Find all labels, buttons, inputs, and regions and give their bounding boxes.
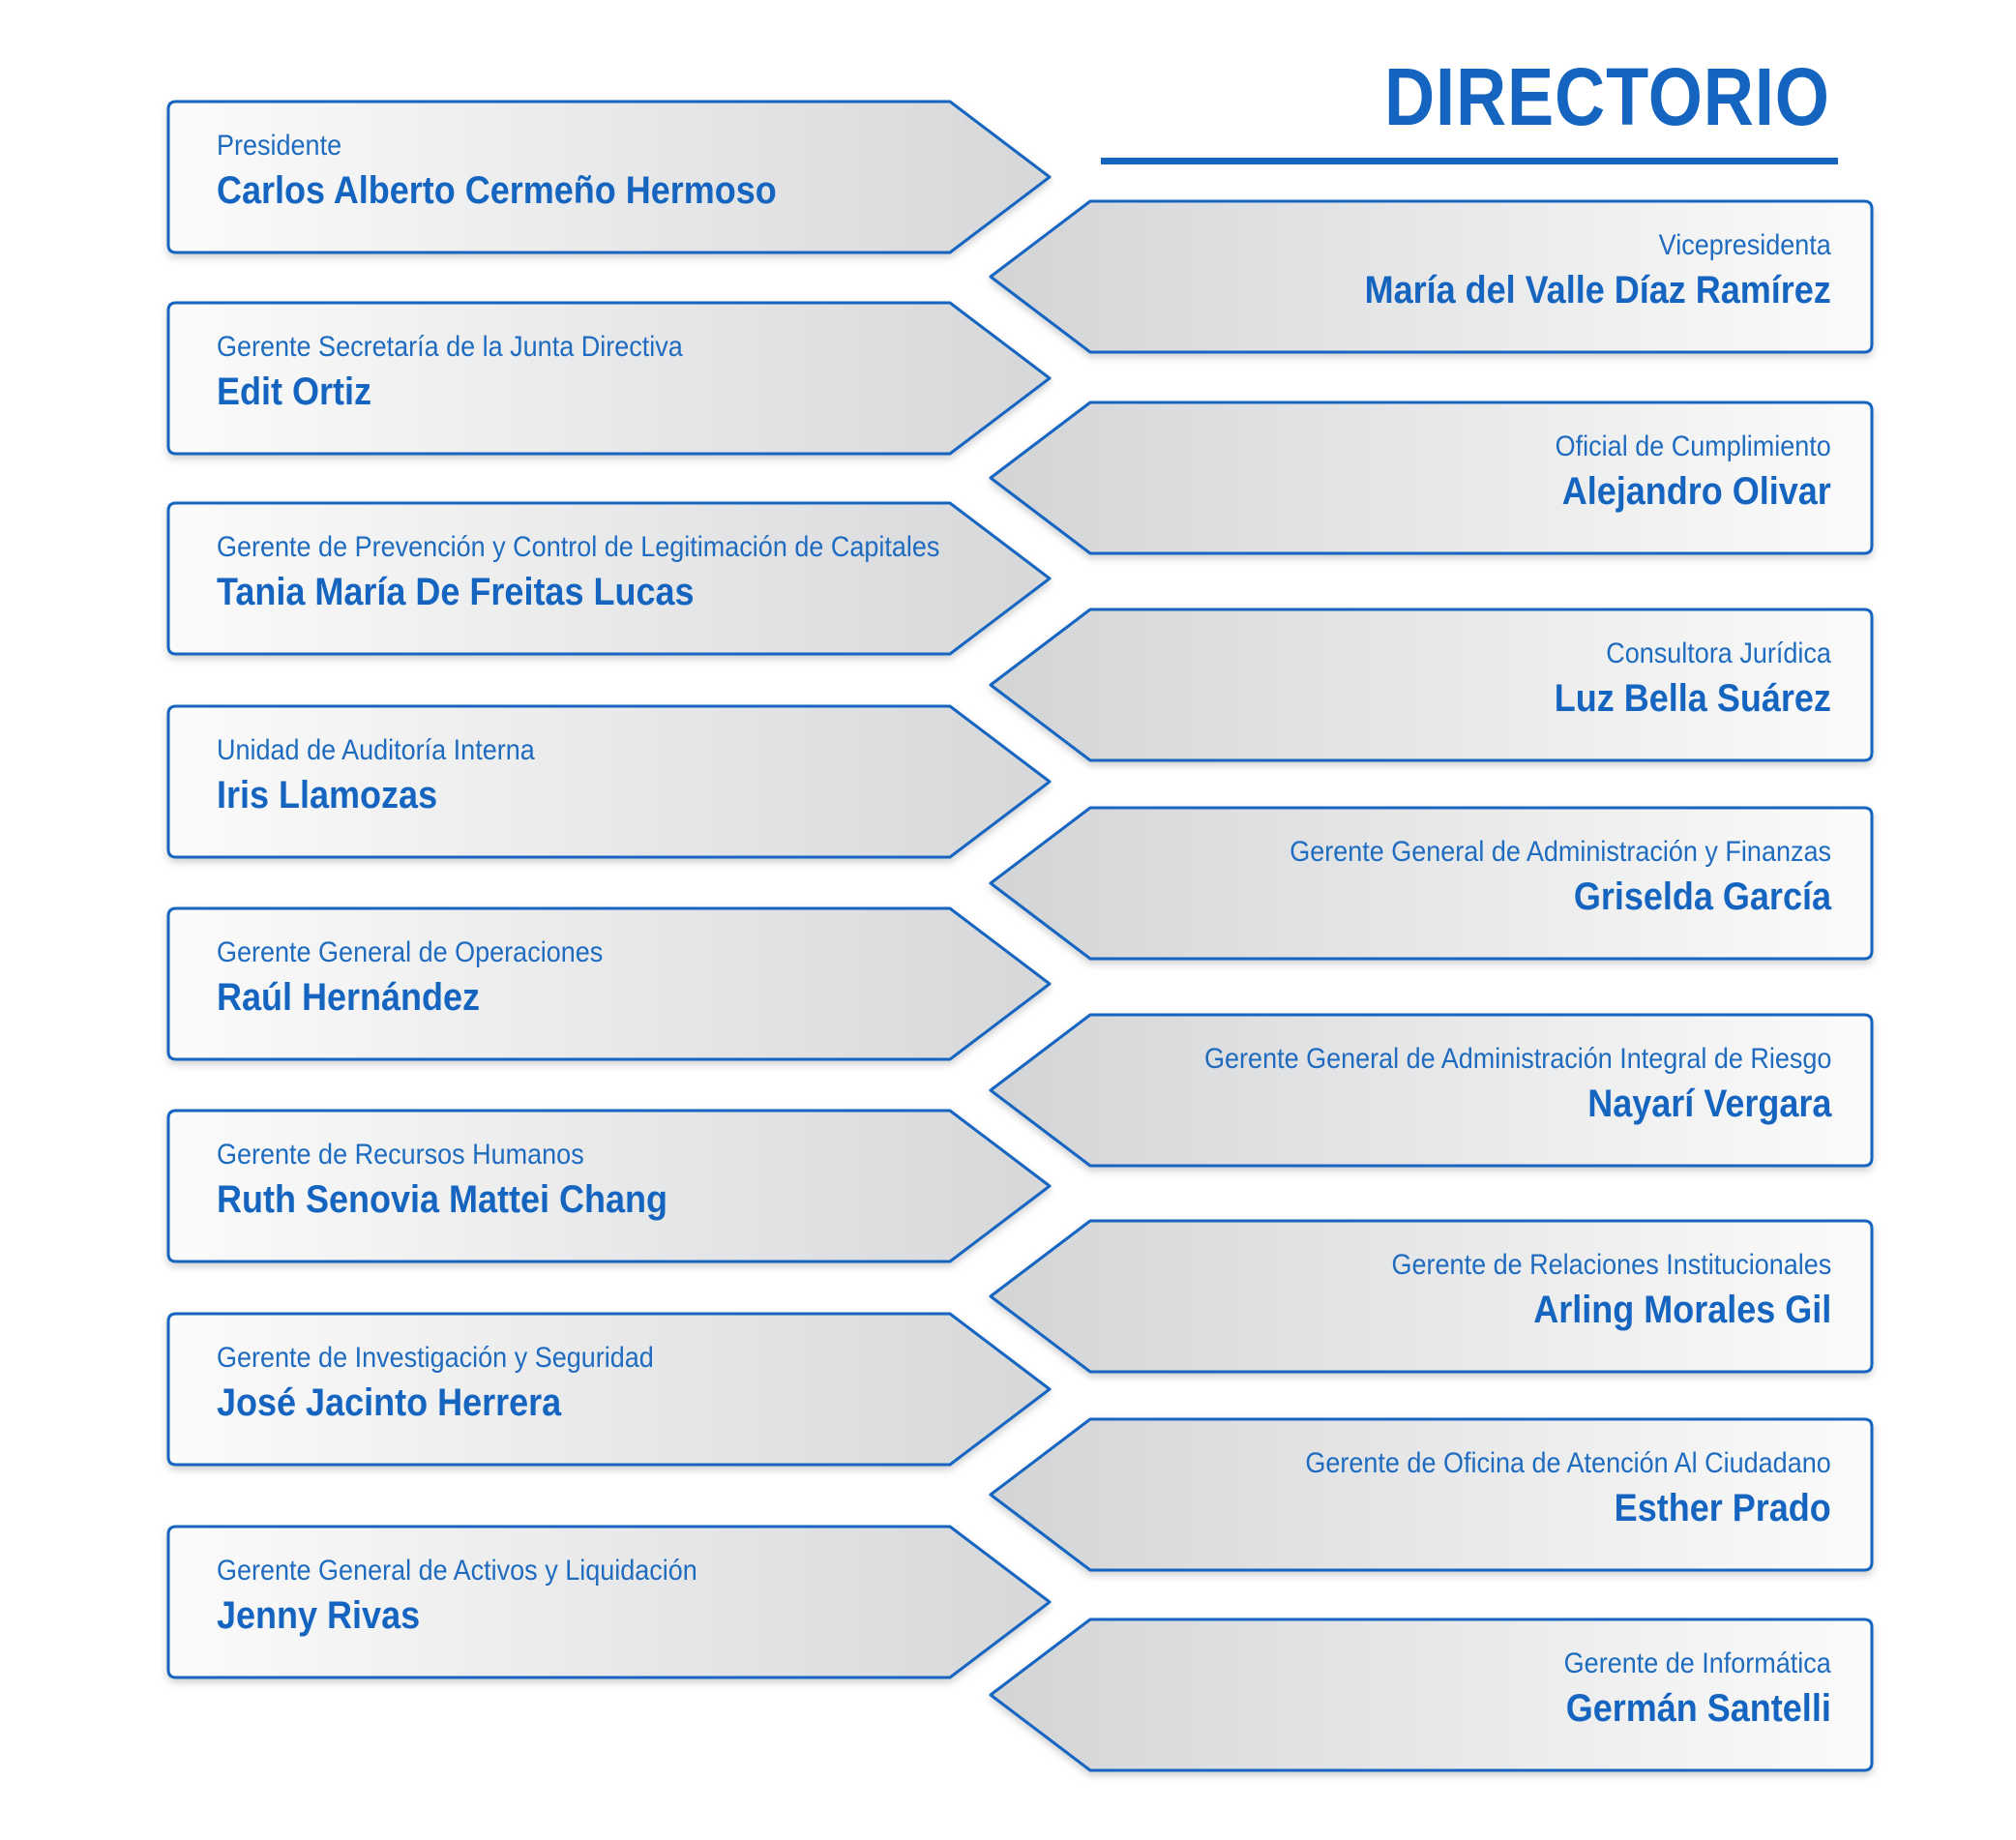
position-title: Gerente de Prevención y Control de Legit… [217,531,940,563]
position-title: Consultora Jurídica [1606,638,1831,669]
person-name: Jenny Rivas [217,1594,421,1637]
card-shape [989,1617,1874,1772]
person-name: Luz Bella Suárez [1554,677,1831,720]
person-name: María del Valle Díaz Ramírez [1364,269,1831,312]
position-title: Presidente [217,130,342,162]
person-name: Arling Morales Gil [1532,1289,1831,1331]
position-title: Gerente de Recursos Humanos [217,1139,584,1171]
card-shape [166,501,1052,656]
directory-card: Gerente Secretaría de la Junta Directiva… [166,301,1052,456]
card-text: Gerente General de Administración y Fina… [1230,833,1831,922]
card-shape [989,1417,1874,1572]
position-title: Gerente General de Activos y Liquidación [217,1555,697,1587]
position-title: Oficial de Cumplimiento [1555,430,1831,462]
position-title: Gerente Secretaría de la Junta Directiva [217,331,683,363]
person-name: Germán Santelli [1565,1687,1831,1730]
position-title: Unidad de Auditoría Interna [217,734,535,766]
card-shape [989,199,1874,354]
directory-card: Gerente General de Activos y Liquidación… [166,1525,1052,1679]
position-title: Gerente de Investigación y Seguridad [217,1342,654,1374]
position-title: Gerente de Relaciones Institucionales [1391,1249,1831,1281]
card-shape [166,906,1052,1061]
person-name: José Jacinto Herrera [217,1381,562,1424]
title-underline [1101,158,1838,164]
card-text: Gerente General de Activos y Liquidación… [217,1552,751,1641]
card-text: Gerente General de Administración Integr… [1135,1040,1831,1129]
position-title: Gerente General de Operaciones [217,936,604,968]
person-name: Esther Prado [1614,1487,1831,1529]
card-shape [989,806,1874,961]
person-name: Raúl Hernández [217,976,481,1019]
card-shape [166,1312,1052,1467]
card-text: Gerente Secretaría de la Junta Directiva… [217,328,734,417]
card-shape [989,608,1874,762]
directory-card: Gerente de Prevención y Control de Legit… [166,501,1052,656]
position-title: Gerente General de Administración y Fina… [1290,836,1831,868]
card-text: Gerente de Oficina de Atención Al Ciudad… [1247,1444,1831,1533]
page-title: DIRECTORIO [1384,51,1830,142]
card-shape [166,1109,1052,1263]
position-title: Gerente de Oficina de Atención Al Ciudad… [1305,1447,1831,1479]
person-name: Griselda García [1573,875,1831,918]
position-title: Vicepresidenta [1658,229,1831,261]
person-name: Iris Llamozas [217,774,438,816]
position-title: Gerente de Informática [1563,1647,1831,1679]
position-title: Gerente General de Administración Integr… [1203,1043,1831,1075]
directory-card: Gerente General de Administración y Fina… [989,806,1874,961]
person-name: Carlos Alberto Cermeño Hermoso [217,169,777,212]
directory-card: Gerente de Oficina de Atención Al Ciudad… [989,1417,1874,1572]
card-shape [166,704,1052,859]
card-shape [989,1219,1874,1374]
person-name: Nayarí Vergara [1586,1083,1831,1125]
card-text: Gerente de Prevención y Control de Legit… [217,528,1020,617]
card-shape [166,1525,1052,1679]
directory-card: Gerente General de Administración Integr… [989,1013,1874,1168]
person-name: Ruth Senovia Mattei Chang [217,1178,668,1221]
card-shape [166,301,1052,456]
person-name: Alejandro Olivar [1561,470,1831,513]
person-name: Edit Ortiz [217,371,372,413]
person-name: Tania María De Freitas Lucas [217,571,695,613]
card-shape [989,1013,1874,1168]
card-shape [989,401,1874,555]
card-shape [166,100,1052,254]
